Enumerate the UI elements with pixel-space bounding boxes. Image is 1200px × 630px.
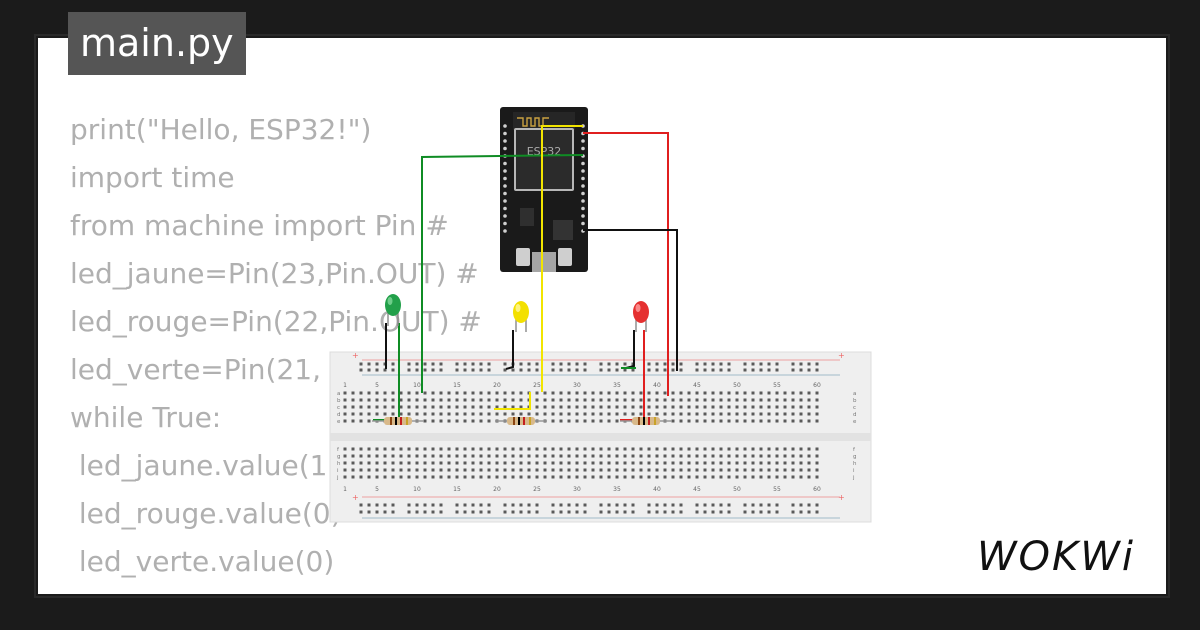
column-number: 5 bbox=[375, 382, 379, 389]
row-letter: g bbox=[853, 454, 857, 460]
column-number: 45 bbox=[693, 486, 701, 493]
row-letter: i bbox=[853, 468, 855, 474]
svg-text:+: + bbox=[352, 351, 359, 360]
column-number: 20 bbox=[493, 486, 501, 493]
led-red[interactable] bbox=[633, 301, 649, 332]
column-number: 55 bbox=[773, 382, 781, 389]
column-number: 15 bbox=[453, 382, 461, 389]
column-number: 10 bbox=[413, 486, 421, 493]
code-line: while True: bbox=[70, 401, 222, 434]
wokwi-logo: WOKWi bbox=[977, 534, 1135, 578]
column-number: 30 bbox=[573, 382, 581, 389]
row-letter: c bbox=[853, 405, 856, 411]
code-line: print("Hello, ESP32!") bbox=[70, 113, 372, 146]
column-number: 1 bbox=[343, 486, 347, 493]
column-number: 40 bbox=[653, 486, 661, 493]
svg-text:+: + bbox=[352, 493, 359, 502]
code-line: import time bbox=[70, 161, 235, 194]
column-number: 1 bbox=[343, 382, 347, 389]
file-tab-label: main.py bbox=[80, 21, 234, 65]
row-letter: g bbox=[337, 454, 341, 460]
column-number: 40 bbox=[653, 382, 661, 389]
wire-yellow-resistor bbox=[494, 392, 531, 410]
row-letter: b bbox=[337, 398, 341, 404]
code-line: led_rouge.value(0) bbox=[70, 497, 342, 530]
row-letter: c bbox=[337, 405, 340, 411]
code-line: led_jaune.value(1) bbox=[70, 449, 339, 482]
row-letter: f bbox=[337, 447, 340, 453]
svg-text:+: + bbox=[838, 493, 845, 502]
column-number: 25 bbox=[533, 382, 541, 389]
code-line: led_verte.value(0) bbox=[70, 545, 335, 578]
column-number: 45 bbox=[693, 382, 701, 389]
row-letter: j bbox=[336, 475, 339, 481]
wokwi-logo-text: WOKWi bbox=[977, 534, 1135, 578]
row-letter: h bbox=[337, 461, 341, 467]
wire-red bbox=[583, 132, 669, 396]
row-letter: i bbox=[337, 468, 339, 474]
led-green[interactable] bbox=[385, 294, 401, 326]
column-number: 35 bbox=[613, 382, 621, 389]
column-number: 60 bbox=[813, 486, 821, 493]
row-letter: j bbox=[852, 475, 855, 481]
column-number: 25 bbox=[533, 486, 541, 493]
esp32-board[interactable]: ESP32 bbox=[500, 107, 588, 272]
column-number: 55 bbox=[773, 486, 781, 493]
column-number: 20 bbox=[493, 382, 501, 389]
row-letter: e bbox=[853, 419, 857, 425]
wire-yellow bbox=[541, 125, 583, 392]
svg-text:+: + bbox=[838, 351, 845, 360]
column-number: 50 bbox=[733, 486, 741, 493]
code-line: led_jaune=Pin(23,Pin.OUT) # bbox=[70, 257, 479, 290]
row-letter: e bbox=[337, 419, 341, 425]
row-letter: b bbox=[853, 398, 857, 404]
row-letter: d bbox=[853, 412, 857, 418]
column-number: 60 bbox=[813, 382, 821, 389]
row-letter: d bbox=[337, 412, 341, 418]
code-editor[interactable]: print("Hello, ESP32!") import time from ma… bbox=[70, 106, 482, 586]
wire-black bbox=[583, 229, 678, 371]
column-number: 5 bbox=[375, 486, 379, 493]
led-yellow[interactable] bbox=[513, 301, 529, 332]
wire-black-led2 bbox=[505, 330, 514, 370]
row-letter: h bbox=[853, 461, 857, 467]
column-number: 50 bbox=[733, 382, 741, 389]
row-letter: f bbox=[853, 447, 856, 453]
code-line: led_verte=Pin(21, bbox=[70, 353, 322, 386]
column-number: 15 bbox=[453, 486, 461, 493]
column-number: 30 bbox=[573, 486, 581, 493]
resistors bbox=[372, 417, 672, 425]
file-tab-main-py[interactable]: main.py bbox=[68, 12, 246, 75]
code-line: from machine import Pin # bbox=[70, 209, 449, 242]
row-letter: a bbox=[337, 391, 340, 397]
wire-green bbox=[421, 154, 584, 393]
row-letter: a bbox=[853, 391, 856, 397]
column-number: 35 bbox=[613, 486, 621, 493]
column-number: 10 bbox=[413, 382, 421, 389]
